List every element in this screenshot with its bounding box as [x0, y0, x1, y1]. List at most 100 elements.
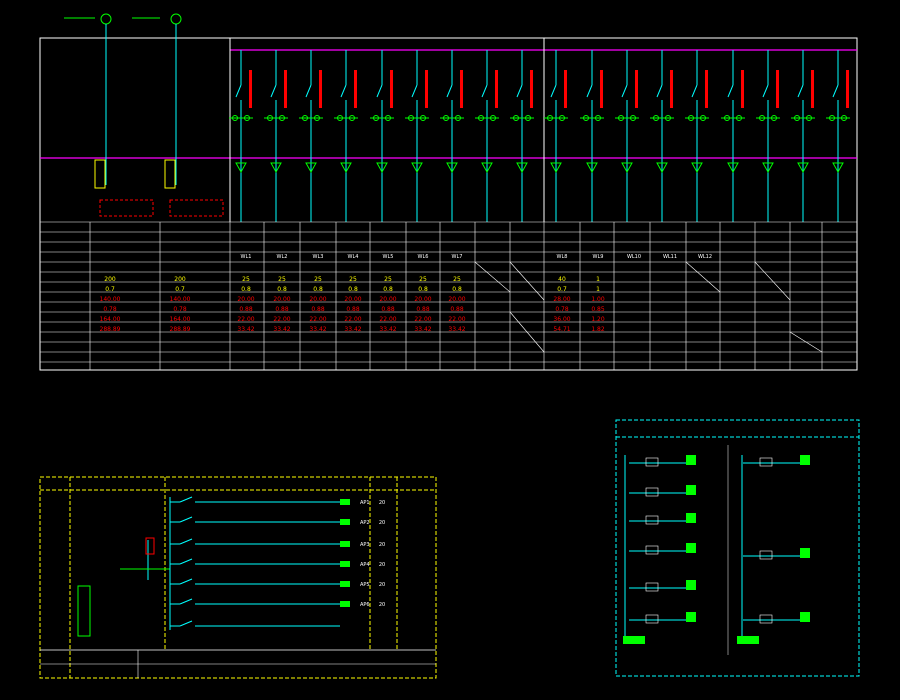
table-value: 0.8: [452, 286, 462, 293]
feeder-7: [440, 50, 464, 222]
table-value: 20.00: [237, 296, 254, 303]
table-value: 20.00: [379, 296, 396, 303]
table-value: 33.42: [237, 326, 254, 333]
table-value: 22.00: [414, 316, 431, 323]
circuit-id: AP6: [360, 602, 370, 608]
table-value: 33.42: [379, 326, 396, 333]
circuit-number: WL3: [313, 254, 324, 260]
feeder-3: [299, 50, 323, 222]
circuit-number: WL8: [557, 254, 568, 260]
table-value: 0.8: [313, 286, 323, 293]
distribution-box: [629, 513, 696, 525]
table-value: 25: [242, 276, 250, 283]
table-value: 140.00: [170, 296, 191, 303]
distribution-box: [743, 612, 810, 624]
feeder-8: [475, 50, 499, 222]
feeder-4: [334, 50, 358, 222]
table-value: 20.00: [309, 296, 326, 303]
circuit-power: 20: [379, 582, 385, 588]
table-value: 0.88: [239, 306, 253, 313]
source-symbols: [64, 13, 182, 25]
table-value: 54.71: [553, 326, 570, 333]
circuit-row: AP6 20: [170, 598, 385, 608]
circuit-number: WL2: [277, 254, 288, 260]
feeder-9: [510, 50, 534, 222]
riser-boxes: [629, 455, 810, 624]
table-value: 0.88: [416, 306, 430, 313]
table-value: 0.7: [105, 286, 115, 293]
table-value: 25: [278, 276, 286, 283]
feeder-14: [685, 50, 709, 222]
circuit-number: WL12: [698, 254, 712, 260]
table-value: 0.8: [348, 286, 358, 293]
distribution-box: [629, 612, 696, 624]
table-value: 20.00: [414, 296, 431, 303]
left-feeders: [94, 24, 224, 217]
table-value: 200: [104, 276, 116, 283]
table-value: 33.42: [273, 326, 290, 333]
circuit-power: 20: [379, 562, 385, 568]
feeder-1: [229, 50, 253, 222]
table-value: 22.00: [448, 316, 465, 323]
circuit-id: AP3: [360, 542, 370, 548]
table-value: 33.42: [448, 326, 465, 333]
table-value: 25: [349, 276, 357, 283]
table-value: 1.20: [591, 316, 605, 323]
feeder-6: [405, 50, 429, 222]
table-value: 164.00: [170, 316, 191, 323]
feeder-15: [721, 50, 745, 222]
bottom-right-panel: [615, 419, 860, 677]
table-value: 1.82: [591, 326, 605, 333]
table-value: 20.00: [448, 296, 465, 303]
table-value: 0.7: [557, 286, 567, 293]
feeder-17: [791, 50, 815, 222]
circuit-number: WL1: [241, 254, 252, 260]
circuit-number: WL6: [418, 254, 429, 260]
circuit-number: WL7: [452, 254, 463, 260]
circuit-power: 20: [379, 602, 385, 608]
table-value: 0.8: [383, 286, 393, 293]
table-value: 22.00: [344, 316, 361, 323]
table-value: 0.88: [275, 306, 289, 313]
circuit-power: 20: [379, 542, 385, 548]
table-value: 33.42: [414, 326, 431, 333]
table-value: 0.7: [175, 286, 185, 293]
spec-table: [39, 221, 858, 371]
table-value: 1: [596, 276, 600, 283]
feeder-11: [580, 50, 604, 222]
table-value: 1.00: [591, 296, 605, 303]
table-value: 20.00: [273, 296, 290, 303]
table-value: 164.00: [100, 316, 121, 323]
table-value: 140.00: [100, 296, 121, 303]
circuit-number: WL5: [383, 254, 394, 260]
table-value: 0.85: [591, 306, 605, 313]
table-value: 25: [419, 276, 427, 283]
table-value: 28.00: [553, 296, 570, 303]
distribution-box: [629, 455, 696, 467]
feeder-18: [826, 50, 850, 222]
circuit-power: 20: [379, 500, 385, 506]
distribution-box: [743, 548, 810, 560]
table-value: 33.42: [309, 326, 326, 333]
table-value: 25: [453, 276, 461, 283]
table-value: 25: [384, 276, 392, 283]
table-value: 200: [174, 276, 186, 283]
table-value: 22.00: [237, 316, 254, 323]
table-value: 0.88: [381, 306, 395, 313]
distribution-box: [743, 455, 810, 467]
table-value: 0.78: [103, 306, 117, 313]
table-value: 288.89: [100, 326, 121, 333]
outgoing-feeders: [229, 50, 850, 222]
table-value: 0.8: [277, 286, 287, 293]
feeder-13: [650, 50, 674, 222]
table-value: 36.00: [553, 316, 570, 323]
circuit-power: 20: [379, 520, 385, 526]
feeder-5: [370, 50, 394, 222]
feeder-2: [264, 50, 288, 222]
